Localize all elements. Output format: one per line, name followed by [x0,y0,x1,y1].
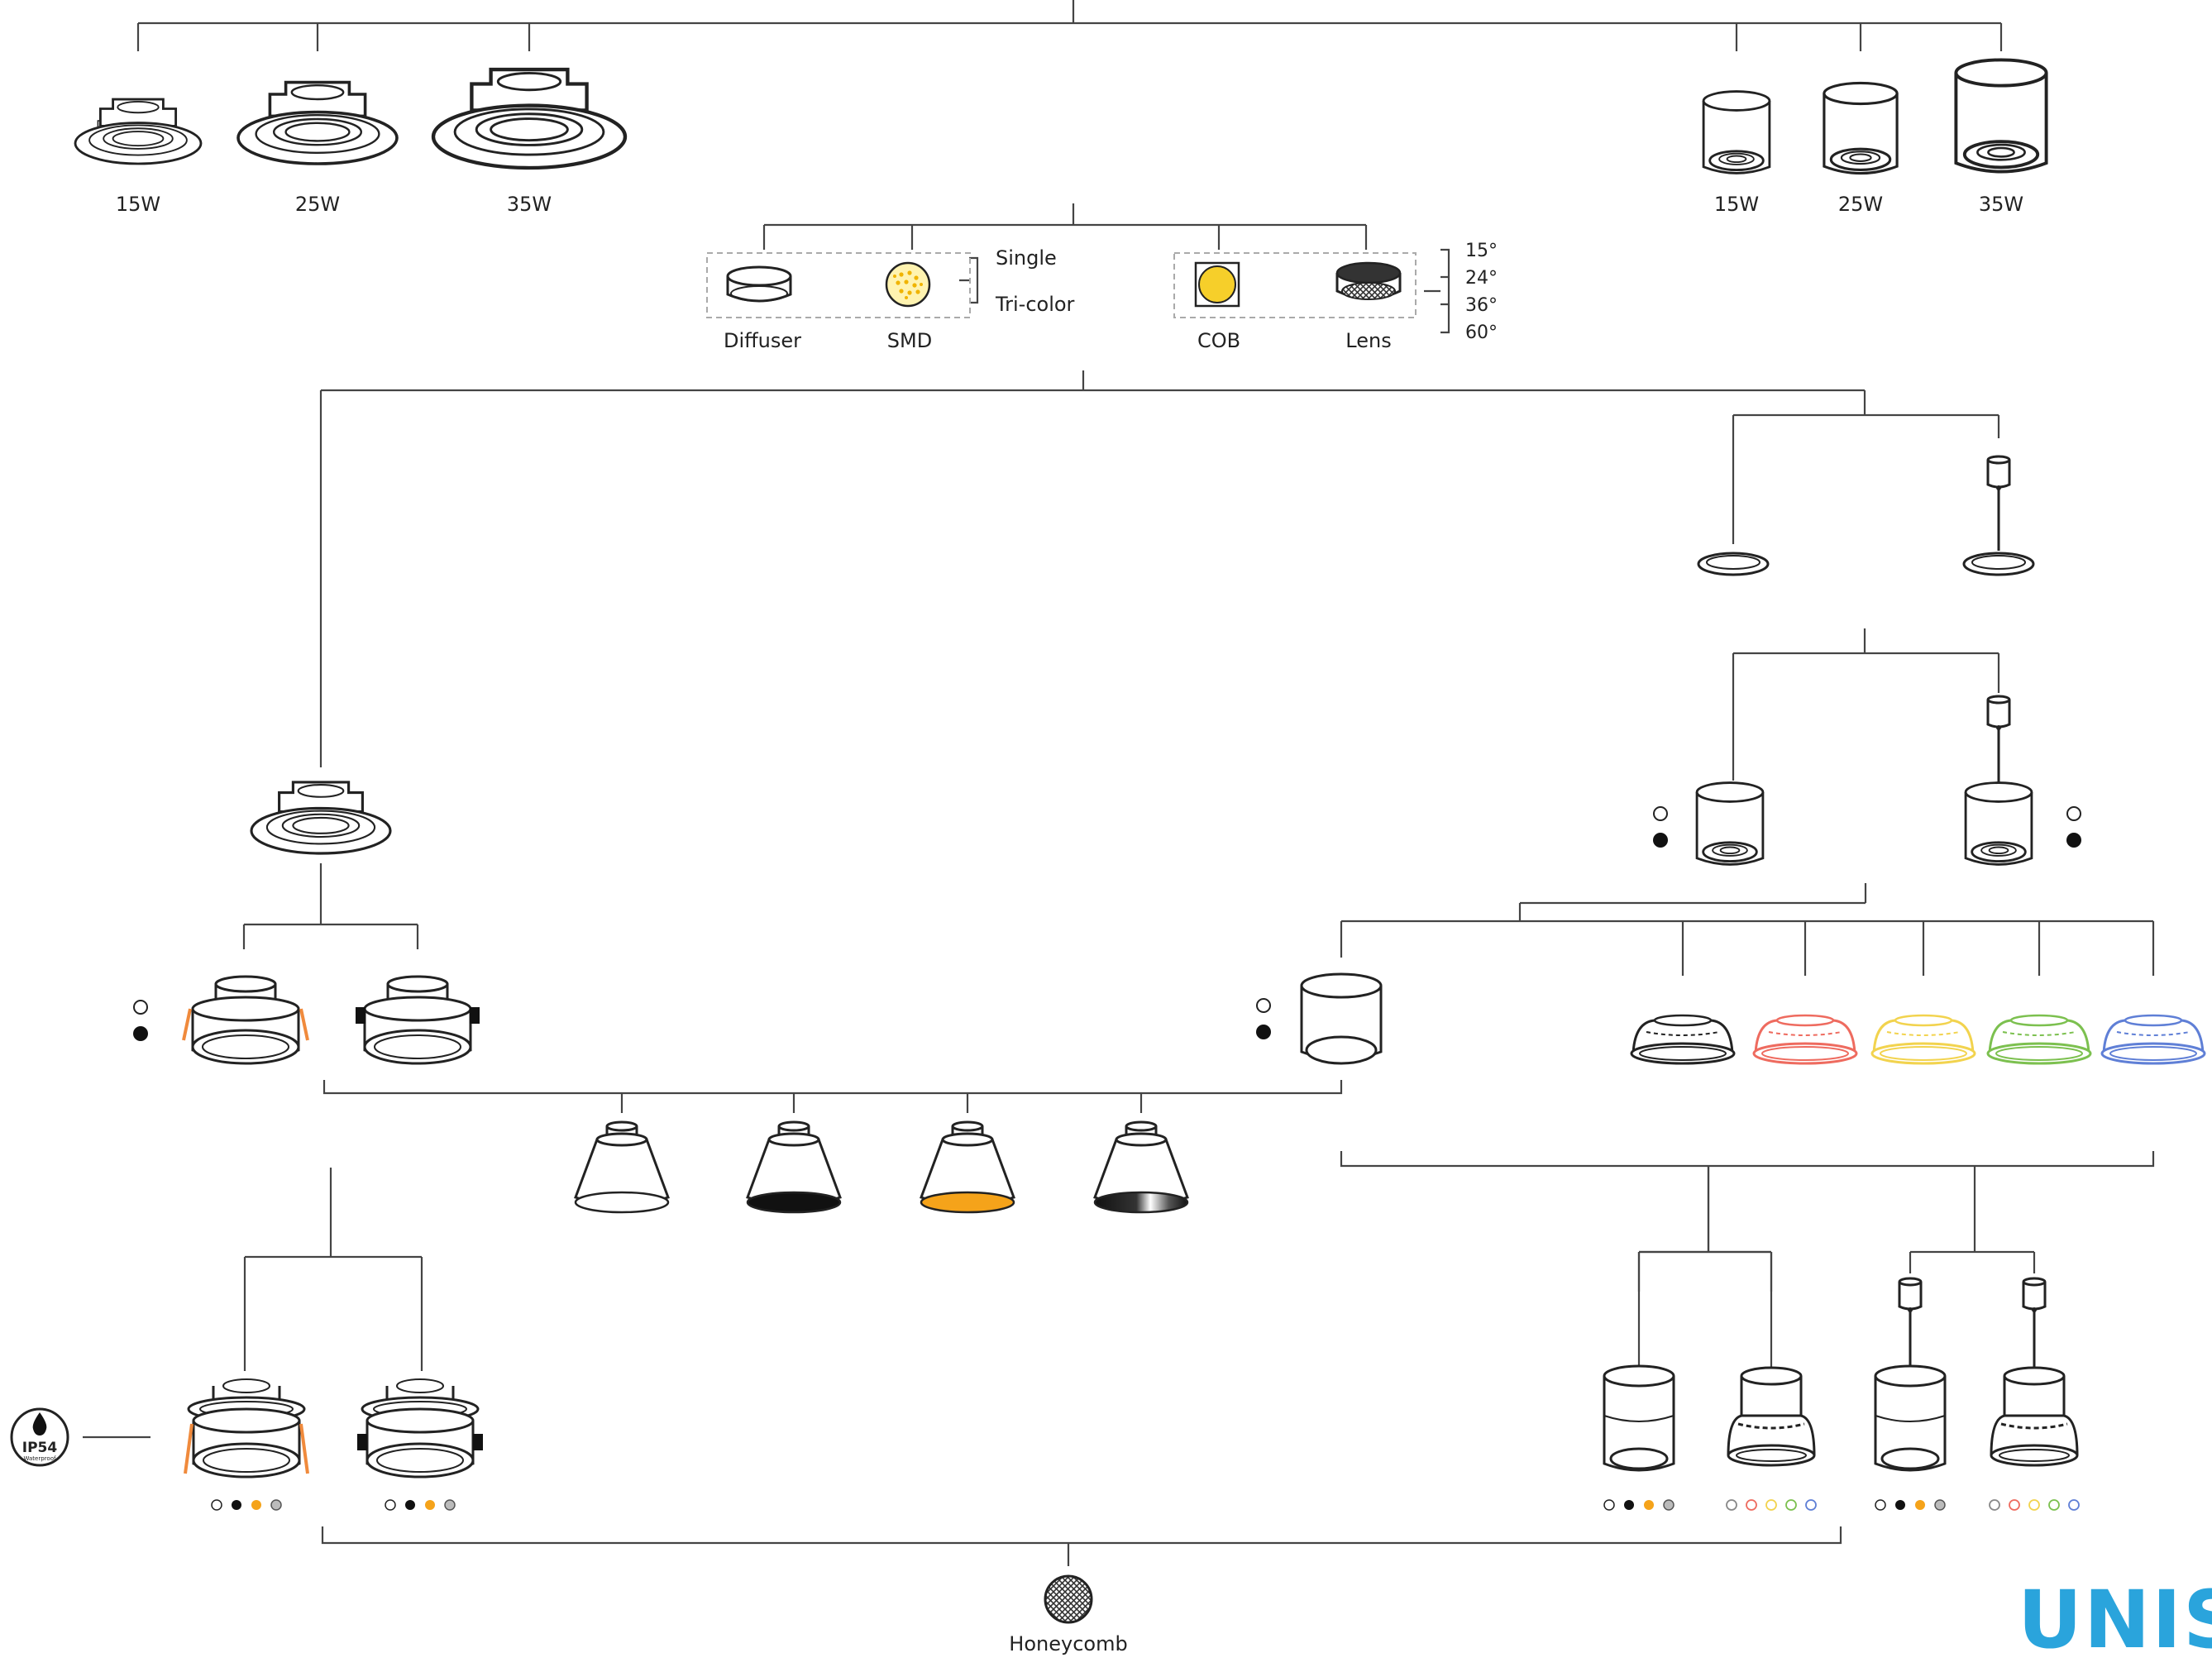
cob-lens-group [1173,252,1417,318]
finish-swatches-pendant-tall [1875,1499,1946,1511]
beam-angle-24: 24° [1465,268,1498,289]
beam-angle-15: 15° [1465,241,1498,261]
ip54-cup-clip [357,1378,483,1479]
lens-icon [1335,261,1402,300]
wattage-35w-recessed: 35W [507,193,552,216]
reflector-gold [920,1120,1015,1214]
ring-surface [1697,552,1770,576]
cob-label: COB [1197,329,1240,352]
wattage-25w-surface: 25W [1838,193,1883,216]
lens-label: Lens [1345,329,1391,352]
surface-tall-cylinder [1603,1364,1675,1472]
honeycomb-icon [1044,1574,1093,1624]
recessed-downlight-selected [250,781,392,855]
reflector-black [746,1120,842,1214]
recessed-cup-clip [356,975,480,1065]
finish-dots-pendant [2066,806,2081,848]
pendant-cylinder-mid [1964,695,2033,866]
tree-connectors [83,0,2155,1566]
finish-dots-surface-lower [1256,998,1271,1039]
reflector-chrome [1093,1120,1189,1214]
color-swatches-surface-dome [1726,1499,1817,1511]
smd-chip-icon [885,261,931,308]
tricolor-label: Tri-color [995,293,1075,316]
color-swatches-pendant-dome [1989,1499,2080,1511]
shade-red [1752,1014,1858,1065]
pendant-tall-cylinder [1874,1277,1947,1472]
shade-black [1630,1014,1736,1065]
diffuser-icon [726,265,792,303]
surface-cylinder-dome [1727,1366,1816,1467]
diffuser-label: Diffuser [724,329,801,352]
recessed-downlight-row [74,69,625,168]
water-drop-icon [32,1412,47,1436]
surface-cylinder-row [1702,58,2048,175]
surface-cylinder-mid [1695,781,1765,866]
honeycomb-label: Honeycomb [1009,1632,1127,1655]
diffuser-smd-group [706,252,971,318]
cob-chip-icon [1194,261,1240,308]
wattage-35w-surface: 35W [1979,193,2023,216]
recessed-cup-spring [182,975,309,1065]
wattage-25w-recessed: 25W [295,193,340,216]
finish-dots-cup [133,1000,148,1041]
single-color-label: Single [996,246,1057,270]
ip54-subtext: Waterproof [24,1455,56,1462]
finish-swatches-ip54-spring [211,1499,282,1511]
finish-swatches-ip54-clip [385,1499,456,1511]
shade-green [1986,1014,2092,1065]
beam-angle-36: 36° [1465,295,1498,316]
smd-label: SMD [887,329,932,352]
ring-pendant [1962,455,2035,576]
brand-logo-text: UNIS [2018,1574,2212,1666]
shade-yellow [1870,1014,1976,1065]
pendant-cylinder-dome [1990,1277,2079,1467]
finish-dots-surface [1653,806,1668,848]
wattage-15w-surface: 15W [1714,193,1759,216]
ip54-cup-spring [184,1378,309,1479]
beam-angle-60: 60° [1465,322,1498,343]
finish-swatches-surface-tall [1603,1499,1675,1511]
ip54-badge: IP54 Waterproof [10,1407,69,1467]
ip54-text: IP54 [22,1440,58,1456]
reflector-white [574,1120,670,1214]
surface-cylinder-lower [1300,972,1383,1065]
wattage-15w-recessed: 15W [116,193,160,216]
shade-blue [2100,1014,2206,1065]
